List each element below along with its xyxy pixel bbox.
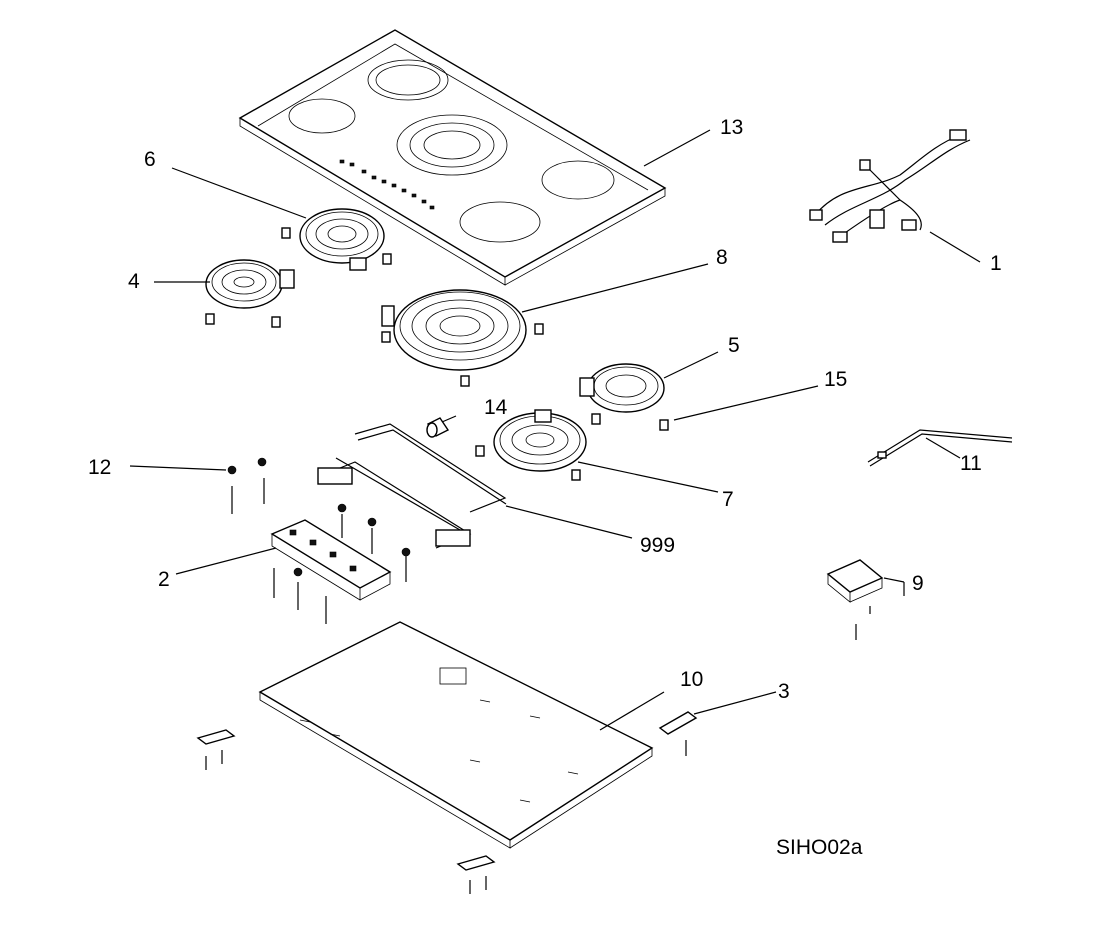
callout-7: 7 [722, 488, 734, 511]
callout-13: 13 [720, 116, 743, 139]
callout-11: 11 [960, 452, 982, 475]
diagram-code: SIHO02a [776, 836, 863, 859]
part-3-mounting-brackets [196, 711, 698, 894]
callout-6: 6 [144, 148, 156, 171]
callout-3: 3 [778, 680, 790, 703]
callout-2: 2 [158, 568, 170, 591]
callout-9: 9 [912, 572, 924, 595]
callout-1: 1 [990, 252, 1002, 275]
part-5-radiant-element [579, 363, 669, 431]
callout-5: 5 [728, 334, 740, 357]
part-7-radiant-element [475, 409, 587, 481]
callout-14: 14 [484, 396, 508, 419]
part-11-rod [867, 429, 1013, 467]
callout-8: 8 [716, 246, 728, 269]
part-8-dual-radiant-element [381, 289, 544, 387]
part-13-glass-cooktop [238, 29, 667, 286]
leader-lines [129, 129, 981, 731]
callout-15: 15 [824, 368, 847, 391]
part-9-terminal-block [826, 559, 884, 640]
part-2-control-block [270, 519, 411, 624]
part-1-wiring-harness [809, 129, 971, 243]
callout-999: 999 [640, 534, 675, 557]
part-12-knob-and-screws [227, 457, 377, 554]
callout-4: 4 [128, 270, 140, 293]
part-6-radiant-element [281, 208, 392, 271]
callout-10: 10 [680, 668, 703, 691]
part-999-bracket-frame [317, 423, 507, 549]
part-10-bottom-tray [258, 621, 654, 849]
part-14-connector-cylinder [426, 417, 450, 438]
callout-labels: 6 13 4 8 1 5 15 14 7 11 12 999 2 9 10 3 [88, 116, 1002, 703]
part-4-radiant-element [205, 259, 295, 328]
callout-12: 12 [88, 456, 111, 479]
control-touch-marks [339, 159, 435, 210]
